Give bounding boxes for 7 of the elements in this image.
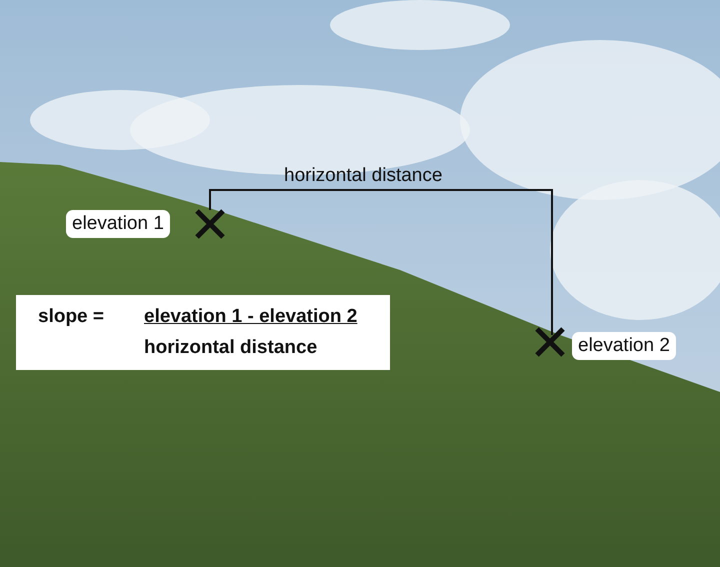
elevation-label: elevation 2 — [572, 332, 676, 360]
elevation-label: elevation 1 — [66, 210, 170, 238]
formula-numerator: elevation 1 - elevation 2 — [144, 306, 358, 328]
formula-label: slope = — [38, 306, 104, 328]
formula-denominator: horizontal distance — [144, 337, 318, 359]
formula-card — [16, 295, 390, 370]
dimension-label: horizontal distance — [284, 165, 442, 187]
